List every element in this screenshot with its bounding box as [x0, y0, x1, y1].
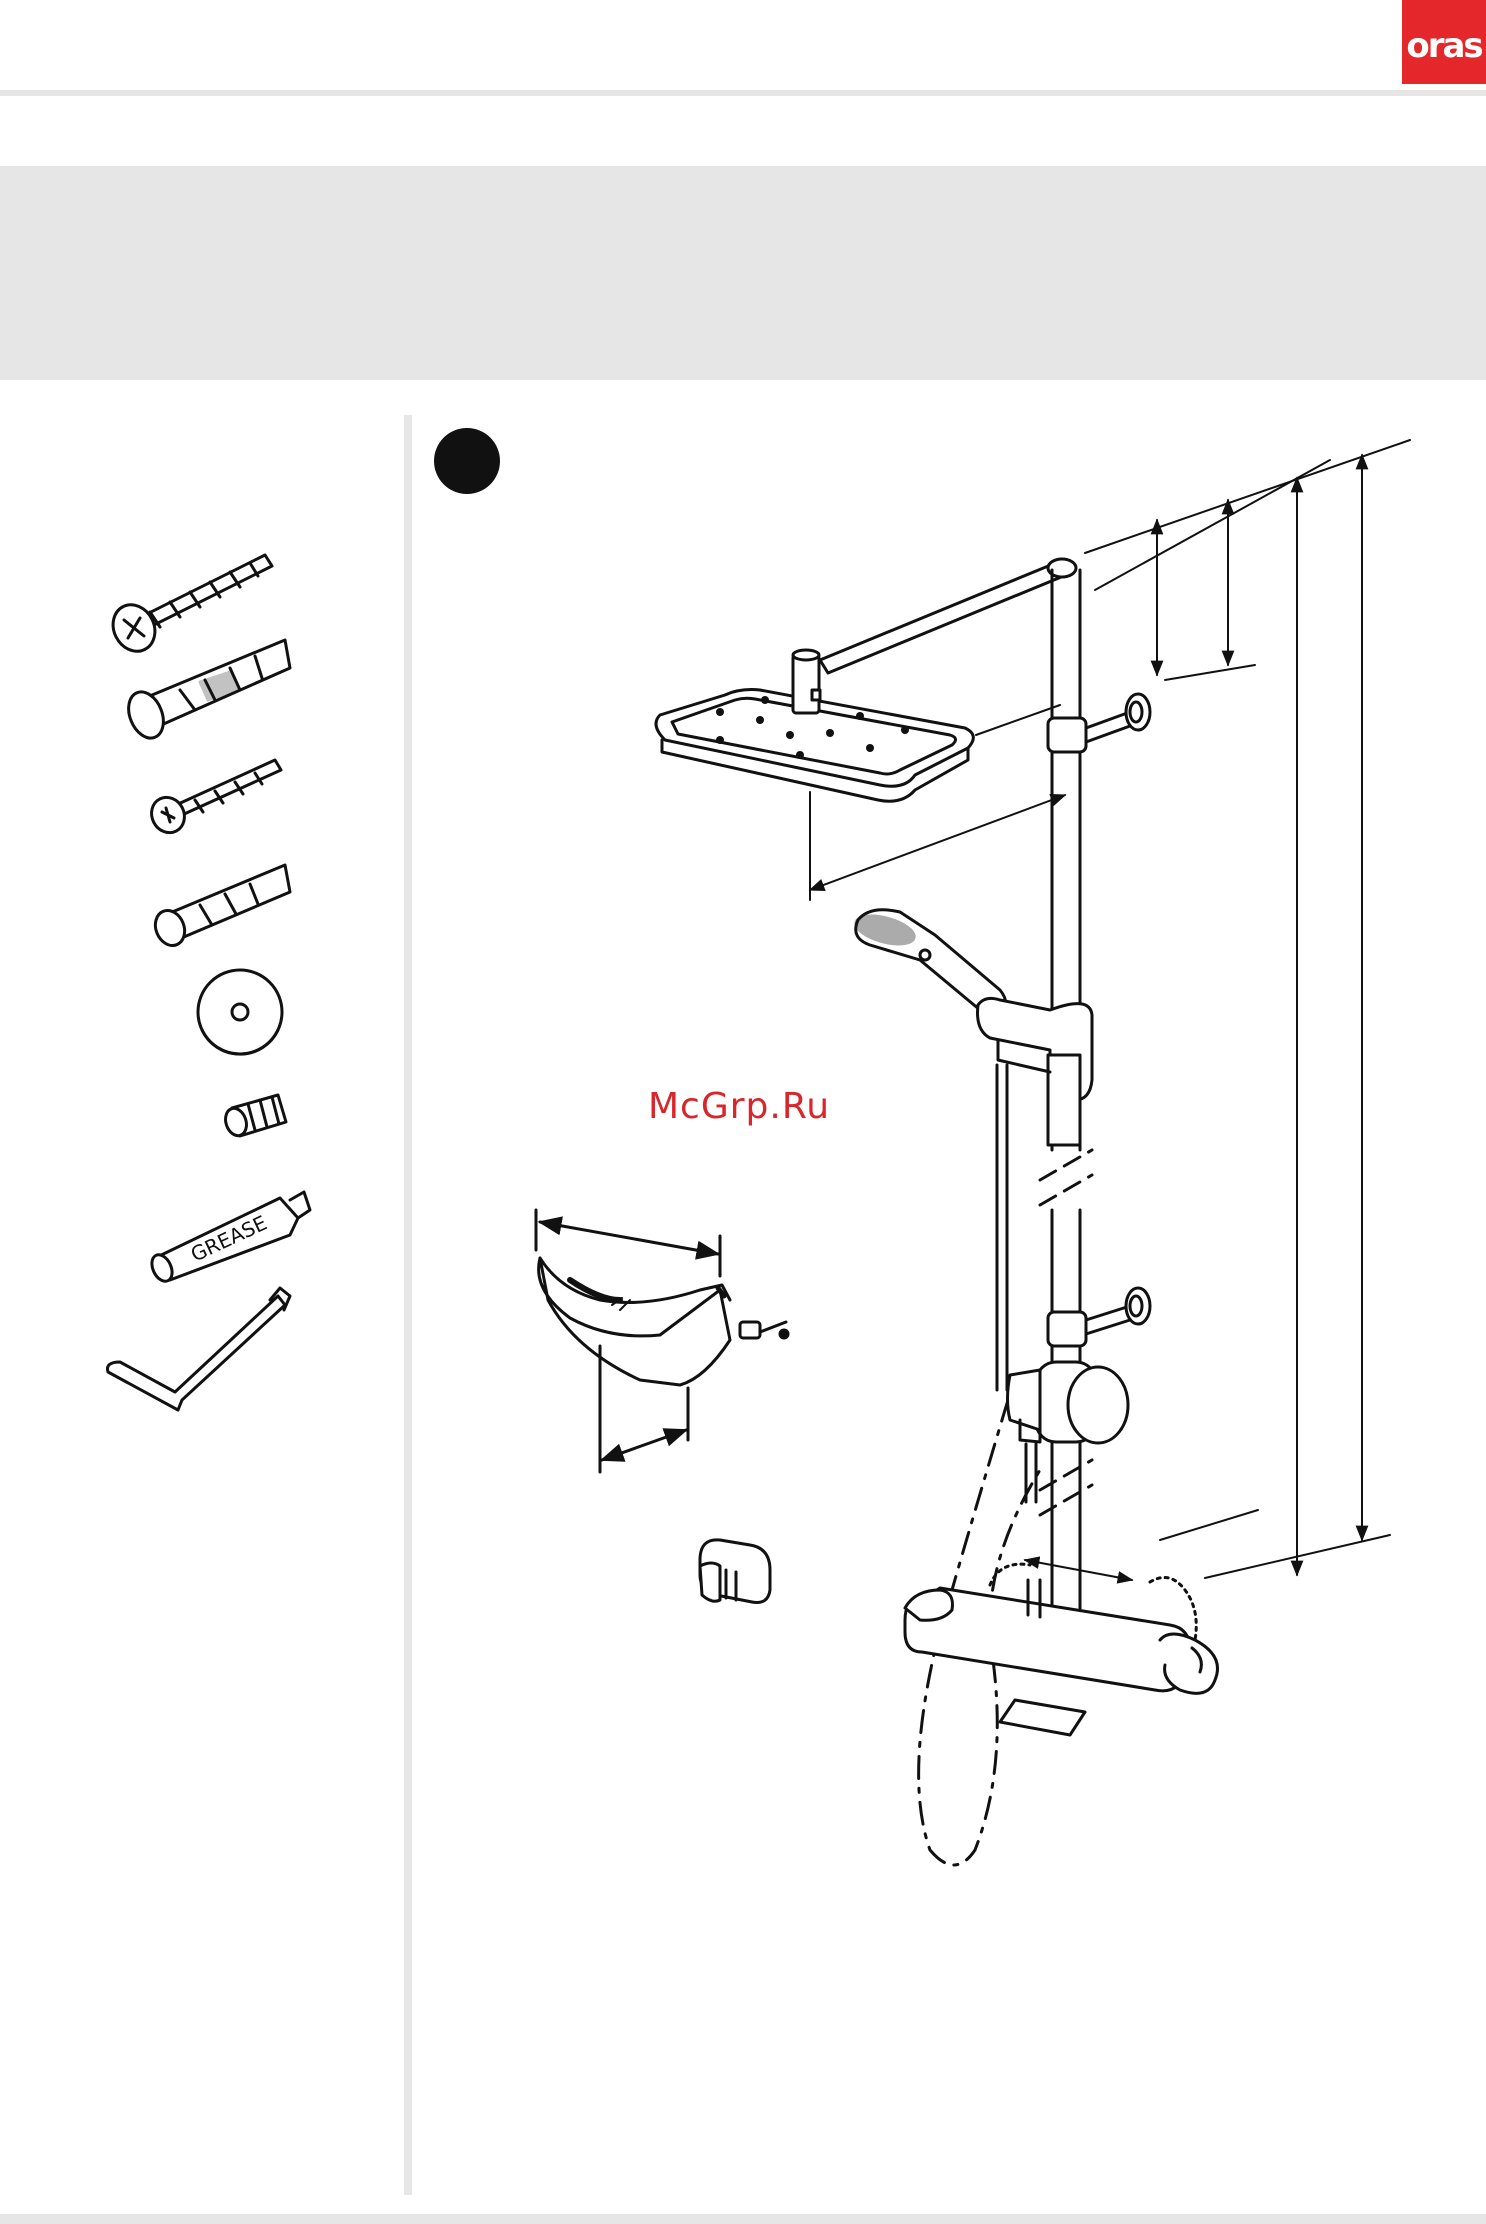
wood-screw-icon [105, 555, 272, 658]
lower-wall-bracket [1048, 1288, 1150, 1346]
shower-hose [919, 1065, 1040, 1865]
hand-shower [853, 910, 1006, 1012]
top-wall-bracket [1048, 694, 1150, 752]
torx-screw-icon [146, 760, 281, 838]
allen-key-icon [108, 1288, 291, 1410]
slide-holder [978, 998, 1093, 1145]
watermark: McGrp.Ru [648, 1086, 878, 1127]
diverter [1008, 1362, 1129, 1502]
wall-outlet-icon [700, 1540, 770, 1603]
overhead-arm [820, 559, 1076, 673]
small-wall-plug-icon [150, 865, 290, 950]
rain-shower-head [656, 650, 973, 801]
wall-plug-icon [122, 640, 290, 743]
soap-dish [536, 1210, 788, 1472]
washer-icon [198, 970, 282, 1054]
grub-screw-icon [222, 1095, 286, 1138]
